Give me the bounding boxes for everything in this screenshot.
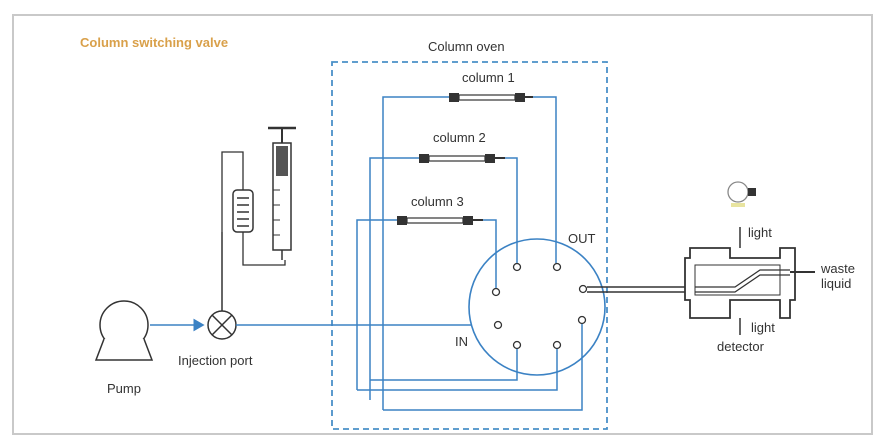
column-2-label: column 2 [433, 130, 486, 145]
column-return-lines [357, 324, 583, 411]
column-oven-box [331, 61, 608, 430]
pump-label: Pump [107, 381, 141, 396]
diagram-title: Column switching valve [80, 35, 228, 50]
column-2 [369, 154, 518, 400]
valve-in-label: IN [455, 334, 468, 349]
column-3 [356, 216, 497, 390]
diagram-frame [12, 14, 873, 435]
light-bottom-label: light [751, 320, 775, 335]
column-1 [382, 93, 557, 410]
syringe-icon [268, 126, 296, 260]
column-oven-label: Column oven [428, 39, 505, 54]
light-bulb-icon [727, 181, 756, 207]
valve-out-label: OUT [568, 231, 596, 246]
injection-port-icon [207, 310, 237, 340]
valve-to-detector-line [587, 286, 695, 293]
switching-valve [468, 238, 606, 376]
sample-loop-coil-icon [232, 189, 254, 233]
detector-cell [684, 227, 815, 335]
column-1-label: column 1 [462, 70, 515, 85]
waste-label-line1: waste [820, 261, 855, 276]
light-top-label: light [748, 225, 772, 240]
column-3-label: column 3 [411, 194, 464, 209]
detector-label: detector [717, 339, 765, 354]
waste-label-line2: liquid [821, 276, 851, 291]
injection-port-label: Injection port [178, 353, 253, 368]
pump-icon [94, 300, 154, 361]
loop-line [221, 151, 244, 232]
